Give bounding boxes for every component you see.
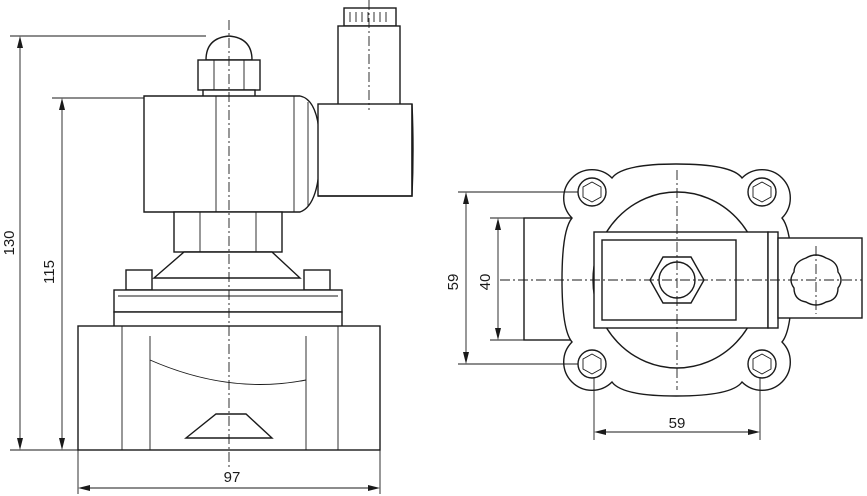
front-view: 130 115 97: [1, 0, 414, 494]
dimension-flange-height: [458, 191, 578, 365]
dimension-bolt-spacing: [593, 378, 761, 440]
dimension-label-59-vertical: 59: [445, 274, 462, 291]
bolt-top-right: [747, 177, 777, 207]
dimension-label-115: 115: [41, 260, 58, 284]
bolt-top-left: [577, 177, 607, 207]
coil-housing: [143, 95, 321, 213]
bonnet: [113, 251, 343, 337]
dimension-overall-height: [10, 35, 206, 451]
dimension-label-130: 130: [1, 230, 18, 255]
bolt-bottom-right: [747, 349, 777, 379]
connector-plug: [317, 7, 414, 197]
dimension-label-59-horizontal: 59: [669, 415, 686, 432]
bolt-bottom-left: [577, 349, 607, 379]
dimension-label-97: 97: [224, 469, 241, 486]
dimension-body-width: [77, 450, 381, 494]
dimension-label-40: 40: [477, 274, 494, 291]
dimension-port-height: [490, 217, 524, 341]
dimension-body-height: [52, 97, 144, 450]
lower-hex-nut: [173, 211, 283, 253]
top-view: 59 40 59: [445, 163, 863, 440]
